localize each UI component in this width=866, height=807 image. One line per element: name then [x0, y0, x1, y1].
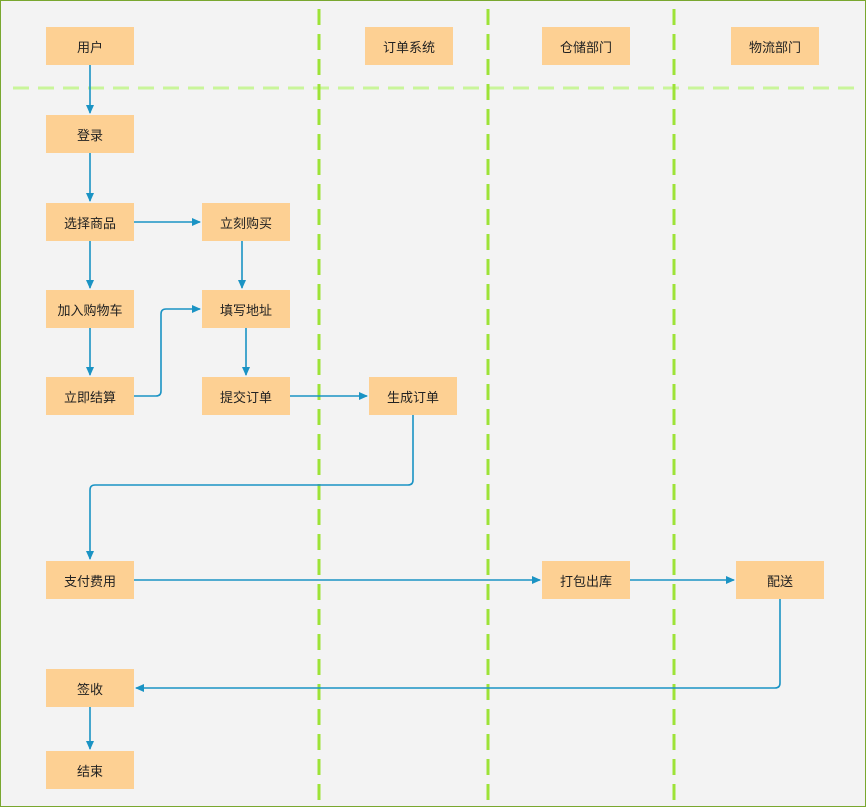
lane-header-logistics: 物流部门 — [731, 27, 819, 65]
node-login: 登录 — [46, 115, 134, 153]
node-deliver: 配送 — [736, 561, 824, 599]
edge-checkout-address — [134, 305, 201, 397]
node-add-to-cart: 加入购物车 — [46, 290, 134, 328]
lane-header-order: 订单系统 — [365, 27, 453, 65]
node-end: 结束 — [46, 751, 134, 789]
lane-header-warehouse: 仓储部门 — [542, 27, 630, 65]
node-sign: 签收 — [46, 669, 134, 707]
node-fill-address: 填写地址 — [202, 290, 290, 328]
lane-header-user: 用户 — [46, 27, 134, 65]
edge-genorder-pay — [86, 415, 414, 560]
node-pay: 支付费用 — [46, 561, 134, 599]
node-pack-ship: 打包出库 — [542, 561, 630, 599]
node-checkout: 立即结算 — [46, 377, 134, 415]
node-generate-order: 生成订单 — [369, 377, 457, 415]
node-select-goods: 选择商品 — [46, 203, 134, 241]
node-submit-order: 提交订单 — [202, 377, 290, 415]
node-buy-now: 立刻购买 — [202, 203, 290, 241]
edge-deliver-sign — [135, 599, 781, 692]
